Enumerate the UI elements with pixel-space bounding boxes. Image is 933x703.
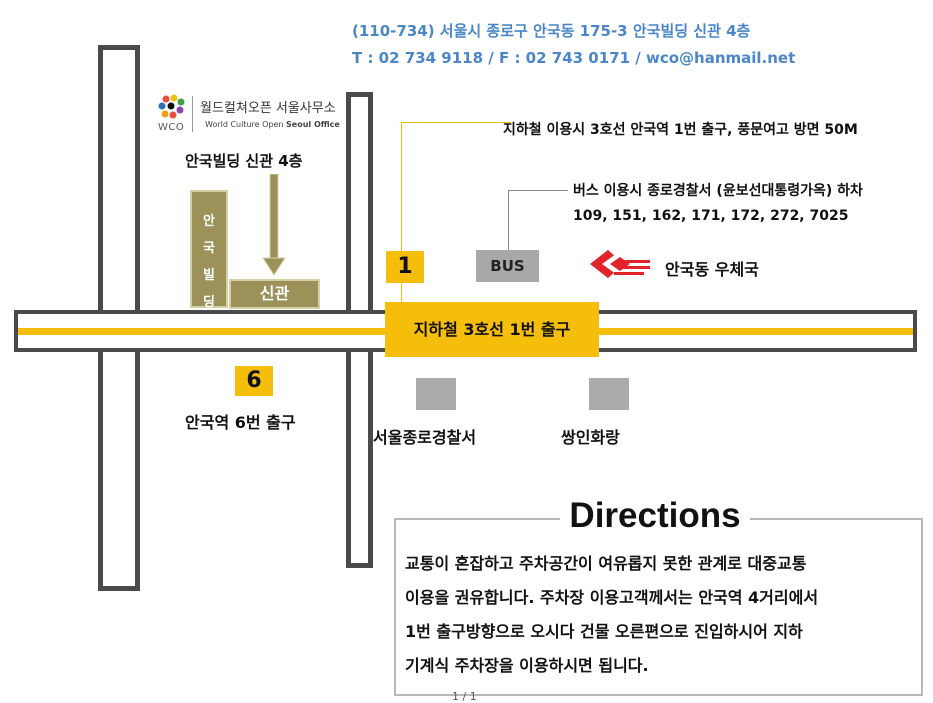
post-office-icon — [590, 250, 650, 278]
directions-line-3: 1번 출구방향으로 오시다 건물 오른편으로 진입하시어 지하 — [405, 622, 803, 641]
directions-line-4: 기계식 주차장을 이용하시면 됩니다. — [405, 656, 649, 675]
police-station-marker — [416, 378, 456, 410]
police-station-label: 서울종로경찰서 — [373, 428, 477, 447]
logo-divider — [192, 96, 193, 132]
building-char: 안 — [203, 214, 215, 229]
exit-6-badge: 6 — [235, 366, 273, 396]
bus-note-line1: 버스 이용시 종로경찰서 (윤보선대통령가옥) 하차 — [573, 183, 863, 199]
page-indicator: 1 / 1 — [452, 690, 477, 703]
exit-1-label: 지하철 3호선 1번 출구 — [385, 302, 599, 357]
gallery-marker — [589, 378, 629, 410]
exit-6-label: 안국역 6번 출구 — [185, 413, 296, 432]
building-main: 안 국 빌 딩 — [190, 190, 228, 310]
arrow-down-icon — [262, 174, 286, 276]
directions-title: Directions — [560, 496, 750, 536]
bus-stop-badge: BUS — [476, 250, 539, 282]
building-annex: 신관 — [229, 279, 320, 309]
directions-line-1: 교통이 혼잡하고 주차공간이 여유롭지 못한 관계로 대중교통 — [405, 554, 807, 573]
exit-1-badge: 1 — [386, 251, 424, 283]
building-char: 빌 — [203, 268, 215, 283]
wco-logo-icon — [158, 94, 185, 119]
building-char: 국 — [203, 241, 215, 256]
bus-note-line2: 109, 151, 162, 171, 172, 272, 7025 — [573, 208, 849, 224]
building-floor-label: 안국빌딩 신관 4층 — [185, 152, 303, 170]
contact-text: T : 02 734 9118 / F : 02 743 0171 / wco@… — [352, 49, 796, 67]
logo-abbreviation: WCO — [158, 122, 185, 133]
subway-note: 지하철 이용시 3호선 안국역 1번 출구, 풍문여고 방면 50M — [503, 122, 858, 138]
logo-english-name: World Culture Open Seoul Office — [205, 120, 340, 129]
address-text: (110-734) 서울시 종로구 안국동 175-3 안국빌딩 신관 4층 — [352, 22, 751, 40]
bus-leader-horizontal — [508, 190, 568, 191]
gallery-label: 쌍인화랑 — [561, 428, 620, 447]
building-char: 딩 — [203, 295, 215, 310]
exit-1-connector — [401, 283, 402, 303]
logo-korean-name: 월드컬쳐오픈 서울사무소 — [200, 101, 336, 116]
directions-line-2: 이용을 권유합니다. 주차장 이용고객께서는 안국역 4거리에서 — [405, 588, 819, 607]
subway-leader-vertical — [401, 122, 402, 254]
subway-leader-horizontal — [401, 122, 511, 123]
bus-leader-vertical — [508, 190, 509, 250]
post-office-label: 안국동 우체국 — [665, 260, 759, 279]
